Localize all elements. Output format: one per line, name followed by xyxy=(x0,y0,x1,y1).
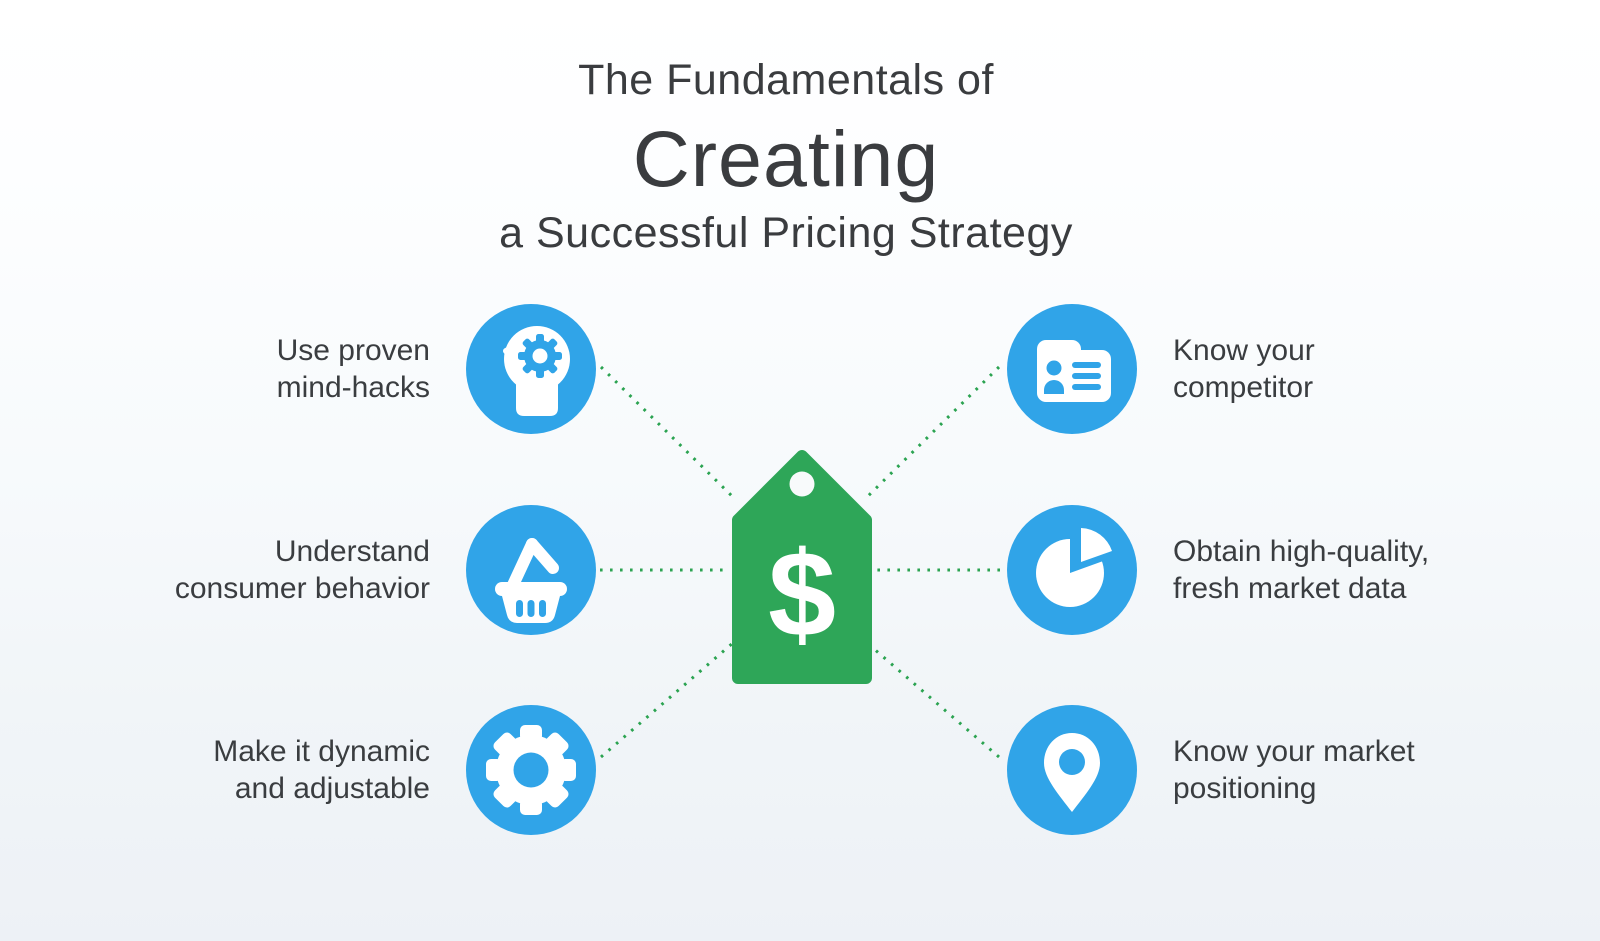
label-line: Use proven xyxy=(276,334,430,367)
label-know-competitor: Know your competitor xyxy=(1173,332,1573,406)
price-tag-icon: $ xyxy=(732,450,872,684)
label-consumer-behavior: Understand consumer behavior xyxy=(60,533,430,607)
title-line-2: Creating xyxy=(632,114,940,203)
label-mind-hacks: Use proven mind-hacks xyxy=(60,332,430,406)
page-title: The Fundamentals of Creating a Successfu… xyxy=(0,56,1572,258)
connector-bottom-left xyxy=(600,640,735,759)
label-line: competitor xyxy=(1173,371,1314,404)
label-dynamic-adjustable: Make it dynamic and adjustable xyxy=(60,733,430,807)
head-gear-icon xyxy=(466,304,596,434)
gear-icon xyxy=(466,705,596,835)
label-line: Know your xyxy=(1173,334,1315,367)
label-line: Make it dynamic xyxy=(213,735,430,768)
label-line: and adjustable xyxy=(234,772,430,805)
title-line-3: a Successful Pricing Strategy xyxy=(499,209,1073,257)
label-line: fresh market data xyxy=(1173,572,1407,605)
label-market-data: Obtain high-quality, fresh market data xyxy=(1173,533,1573,607)
basket-icon xyxy=(466,505,596,635)
label-line: mind-hacks xyxy=(276,371,430,404)
map-pin-icon xyxy=(1007,705,1137,835)
title-line-1: The Fundamentals of xyxy=(578,56,994,104)
label-line: Understand xyxy=(274,535,430,568)
id-card-icon xyxy=(1007,304,1137,434)
price-tag-shape xyxy=(732,450,872,684)
price-tag-hole xyxy=(789,471,815,497)
label-line: Know your market xyxy=(1173,735,1415,768)
label-line: positioning xyxy=(1173,772,1317,805)
dollar-symbol: $ xyxy=(768,526,836,662)
label-line: consumer behavior xyxy=(174,572,430,605)
pie-chart-icon xyxy=(1007,505,1137,635)
label-market-positioning: Know your market positioning xyxy=(1173,733,1573,807)
connector-bottom-right xyxy=(865,640,1000,759)
connector-top-right xyxy=(862,365,1001,502)
connector-top-left xyxy=(599,365,738,502)
label-line: Obtain high-quality, xyxy=(1173,535,1430,568)
